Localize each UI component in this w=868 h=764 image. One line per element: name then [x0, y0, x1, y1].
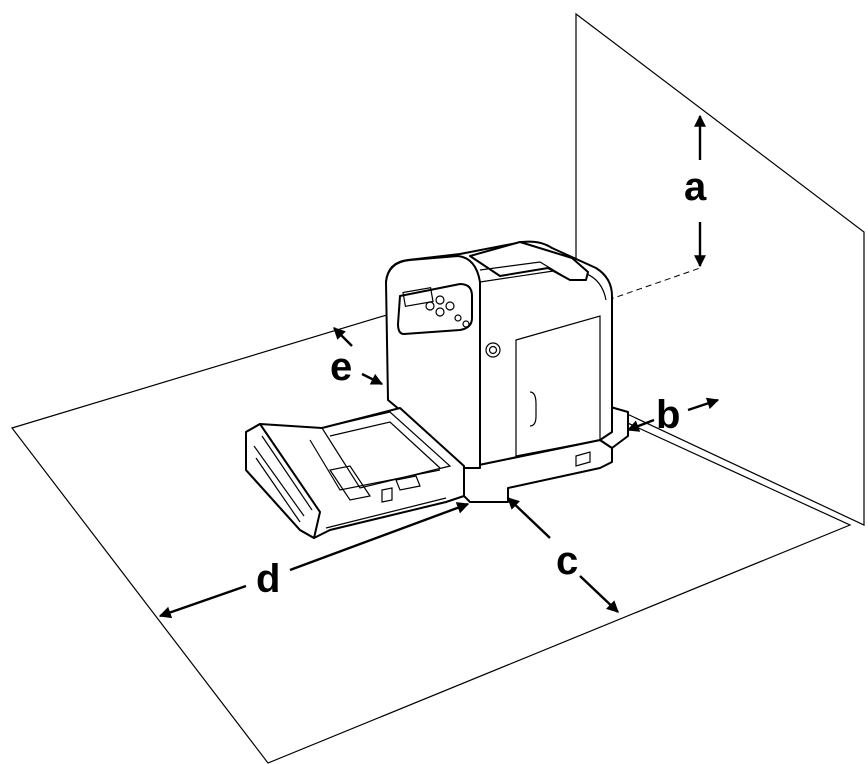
power-button-icon: [485, 342, 501, 358]
side-door: [515, 315, 601, 457]
panel-button-5: [454, 314, 462, 322]
arrow-d-left: [158, 584, 247, 619]
panel-button-6: [462, 320, 470, 328]
arrow-d-right: [289, 502, 470, 572]
label-e: e: [330, 345, 352, 389]
control-panel: [397, 283, 473, 335]
label-a: a: [684, 165, 707, 209]
arrow-c-lower: [579, 575, 619, 613]
floor-plane: [10, 313, 852, 764]
arrow-b-left: [626, 418, 655, 432]
label-b: b: [656, 393, 680, 437]
label-d: d: [256, 557, 280, 601]
wall-plane: [575, 12, 865, 526]
arrow-c-upper: [507, 497, 551, 539]
panel-button-1: [435, 295, 445, 305]
panel-button-2: [445, 301, 455, 311]
panel-button-4: [425, 301, 435, 311]
arrow-b-right: [687, 397, 720, 412]
panel-button-3: [435, 307, 445, 317]
height-reference-line: [607, 267, 701, 301]
label-c: c: [556, 539, 578, 583]
paper-tray: [245, 407, 465, 539]
printer: [385, 240, 629, 503]
display-screen: [402, 286, 434, 308]
arrow-e-lower: [361, 372, 384, 386]
arrow-e-upper: [333, 327, 353, 347]
